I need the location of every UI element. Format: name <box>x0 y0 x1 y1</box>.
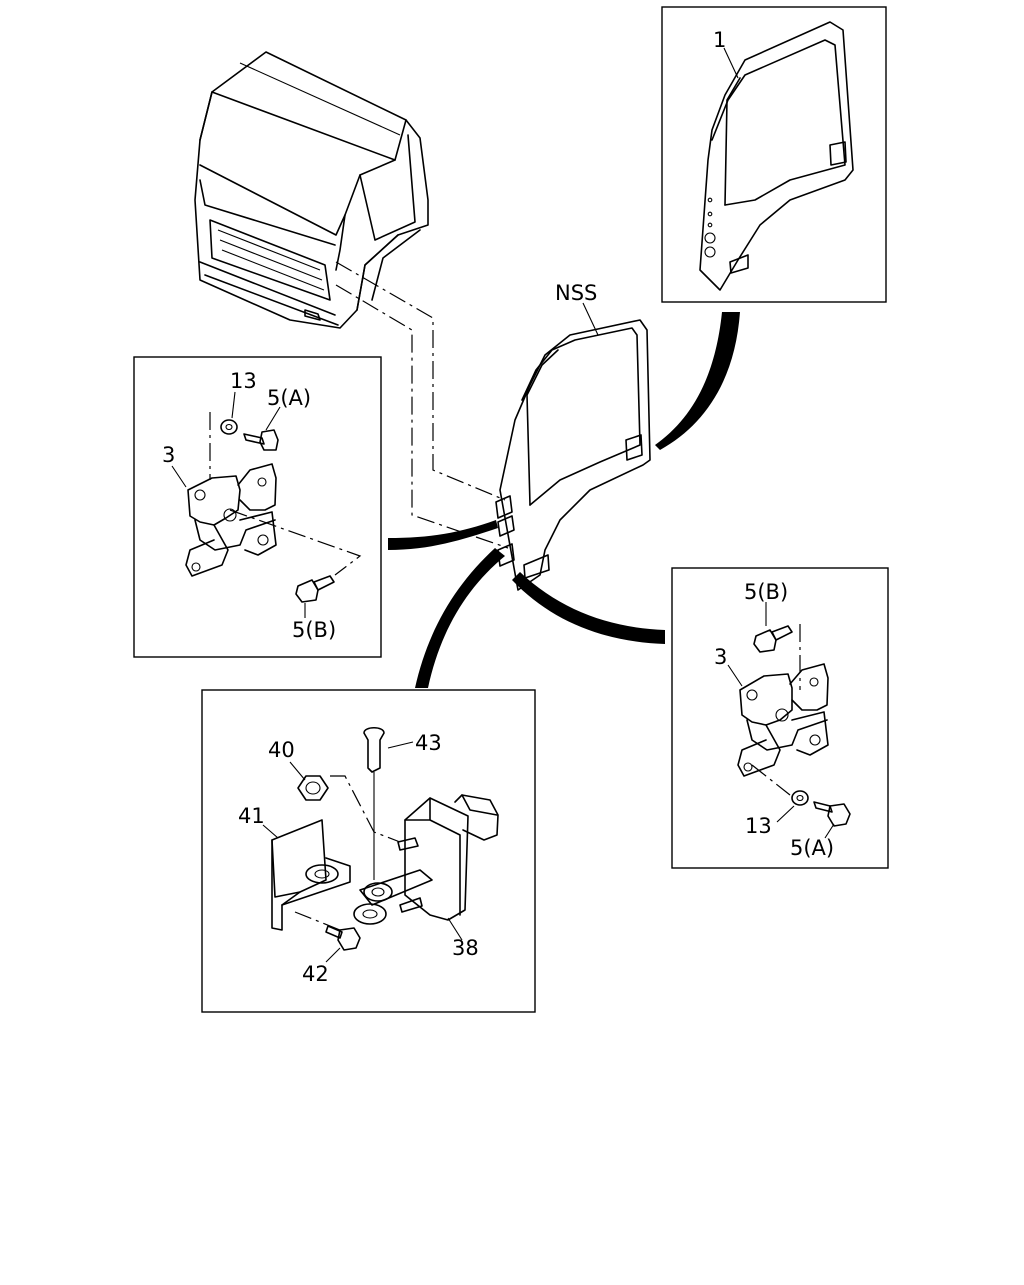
washer-icon <box>220 419 238 435</box>
checker-38-label: 38 <box>452 936 479 960</box>
door-checker-box <box>201 689 536 1013</box>
screw-icon <box>325 925 361 951</box>
part-1-label: 1 <box>713 28 726 52</box>
screw-42-label: 42 <box>302 962 329 986</box>
pin-icon <box>363 726 385 880</box>
bolt-icon <box>243 429 279 451</box>
hinge-3-label-right: 3 <box>714 645 727 669</box>
door-detail-box <box>661 6 887 303</box>
washer-13-label-right: 13 <box>745 814 772 838</box>
washer-icon <box>791 790 809 806</box>
nut-40-label: 40 <box>268 738 295 762</box>
hinge-icon <box>737 663 829 777</box>
pin-43-label: 43 <box>415 731 442 755</box>
upper-hinge-box <box>133 356 382 658</box>
leader-to-door-detail <box>655 312 740 450</box>
door-icon <box>495 319 651 591</box>
door-outer-icon <box>699 21 854 291</box>
lower-hinge-box <box>671 567 889 869</box>
bolt-icon <box>813 801 851 827</box>
leader-to-upper-hinge <box>388 520 498 550</box>
hinge-icon <box>185 463 277 577</box>
leader-to-lower-hinge <box>512 572 665 644</box>
washer-13-label: 13 <box>230 369 257 393</box>
nut-icon <box>297 775 329 801</box>
bolt-5b-label-right: 5(B) <box>744 580 788 604</box>
bolt-5a-label: 5(A) <box>267 386 311 410</box>
door-checker-icon <box>271 794 499 931</box>
bracket-41-label: 41 <box>238 804 265 828</box>
door-nss-label: NSS <box>555 281 597 305</box>
leader-to-door-checker <box>415 548 505 688</box>
hinge-3-label: 3 <box>162 443 175 467</box>
truck-cab-icon <box>194 51 429 329</box>
bolt-icon <box>753 625 793 653</box>
bolt-icon <box>295 575 335 603</box>
bolt-5b-label: 5(B) <box>292 618 336 642</box>
bolt-5a-label-right: 5(A) <box>790 836 834 860</box>
